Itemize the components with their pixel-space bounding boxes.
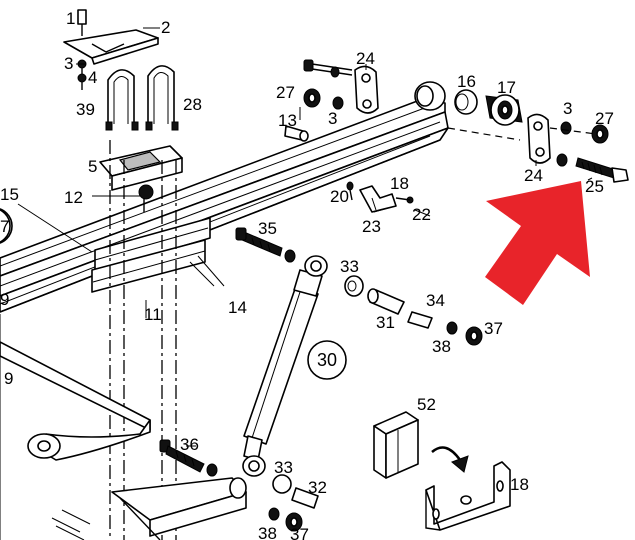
label-27b: 27 bbox=[595, 109, 614, 128]
alignment-lines bbox=[109, 140, 177, 540]
spring-eye-bushings bbox=[414, 81, 523, 126]
callout-circle-30: 30 bbox=[307, 340, 347, 380]
label-16: 16 bbox=[457, 72, 476, 91]
shackle-plate-lower bbox=[527, 113, 551, 164]
hardware-upper-shock bbox=[344, 275, 483, 346]
label-1: 1 bbox=[66, 9, 75, 28]
label-4: 4 bbox=[88, 68, 97, 87]
shackle-plate-upper bbox=[354, 65, 379, 114]
label-20: 20 bbox=[330, 187, 349, 206]
label-36: 36 bbox=[180, 435, 199, 454]
hardware-lower-shock bbox=[159, 439, 319, 532]
label-17: 17 bbox=[497, 78, 516, 97]
label-3b: 3 bbox=[328, 109, 337, 128]
label-27a: 27 bbox=[276, 83, 295, 102]
leaf-spring bbox=[0, 99, 449, 313]
top-plate-2 bbox=[63, 9, 159, 90]
label-31: 31 bbox=[376, 313, 395, 332]
label-37a: 37 bbox=[484, 319, 503, 338]
label-22: 22 bbox=[412, 205, 431, 224]
label-52: 52 bbox=[417, 395, 436, 414]
bracket-18-lower bbox=[425, 461, 511, 531]
label-5: 5 bbox=[88, 157, 97, 176]
label-37b: 37 bbox=[290, 525, 309, 540]
label-24a: 24 bbox=[356, 49, 375, 68]
label-33a: 33 bbox=[340, 257, 359, 276]
label-39: 39 bbox=[76, 100, 95, 119]
label-18b: 18 bbox=[510, 475, 529, 494]
label-11: 11 bbox=[144, 305, 162, 324]
label-35: 35 bbox=[258, 219, 277, 238]
clamp-plate-5 bbox=[99, 145, 183, 212]
stabilizer-arm bbox=[0, 208, 151, 540]
hardware-right bbox=[447, 121, 629, 183]
highlight-arrow bbox=[485, 181, 590, 305]
label-15: 15 bbox=[0, 185, 19, 204]
bracket-52 bbox=[373, 411, 419, 479]
svg-text:30: 30 bbox=[317, 350, 337, 370]
u-bolts bbox=[105, 65, 179, 131]
label-25: 25 bbox=[585, 177, 604, 196]
label-34: 34 bbox=[426, 291, 445, 310]
bracket-23 bbox=[346, 181, 414, 213]
bolt-35 bbox=[235, 227, 296, 263]
label-32: 32 bbox=[308, 478, 327, 497]
label-14: 14 bbox=[228, 298, 247, 317]
shock-absorber bbox=[242, 255, 328, 477]
leader-lines bbox=[17, 27, 593, 447]
callout-circle-7: 7 bbox=[0, 208, 13, 244]
svg-text:7: 7 bbox=[0, 217, 9, 236]
hardware-27-3-13 bbox=[284, 88, 344, 142]
label-2: 2 bbox=[161, 18, 170, 37]
shackle-bolt-top bbox=[303, 59, 353, 78]
label-9b: 9 bbox=[4, 369, 13, 388]
label-18a: 18 bbox=[390, 174, 409, 193]
label-33b: 33 bbox=[274, 458, 293, 477]
transition-arrow bbox=[431, 446, 469, 473]
lower-mount-bracket bbox=[51, 477, 247, 540]
label-24b: 24 bbox=[524, 166, 543, 185]
label-23: 23 bbox=[362, 217, 381, 236]
label-38b: 38 bbox=[258, 524, 277, 540]
label-3c: 3 bbox=[563, 99, 572, 118]
label-9a: 9 bbox=[0, 290, 9, 309]
label-13: 13 bbox=[278, 111, 297, 130]
label-28: 28 bbox=[183, 95, 202, 114]
label-3a: 3 bbox=[64, 54, 73, 73]
label-12: 12 bbox=[64, 188, 83, 207]
label-38a: 38 bbox=[432, 337, 451, 356]
